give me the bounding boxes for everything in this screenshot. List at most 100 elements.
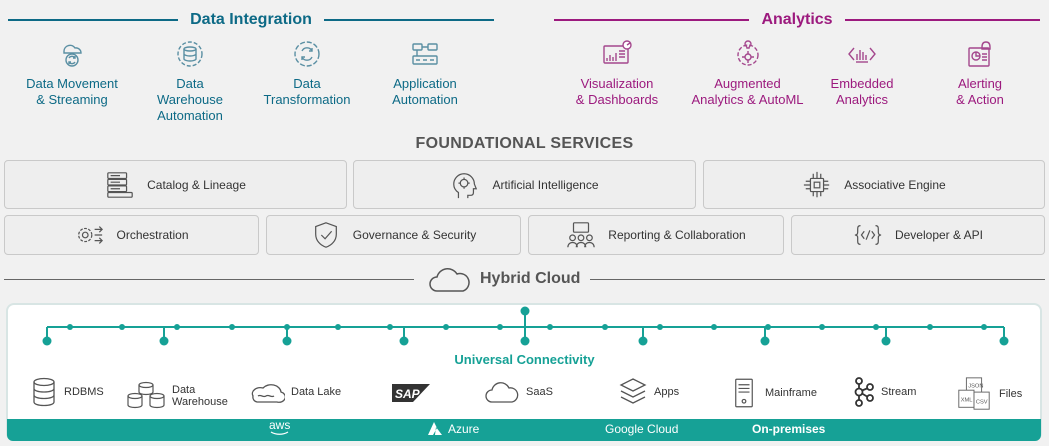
service-label: Governance & Security [352,228,477,242]
service-associative-engine: Associative Engine [703,160,1045,209]
sap-logo-icon: SAP [392,384,430,402]
cloud-azure: Azure [427,422,479,436]
universal-connectivity-label: Universal Connectivity [454,352,595,367]
transformation-icon [294,41,320,67]
capability-label: Embedded Analytics [830,76,894,107]
cloud-google: Google Cloud [605,422,678,436]
source-label: Stream [881,386,917,398]
source-apps: Apps [618,376,679,408]
hybrid-cloud-label: Hybrid Cloud [480,270,581,287]
source-data-warehouse: Data Warehouse [126,380,228,412]
service-artificial-intelligence: Artificial Intelligence [353,160,696,209]
aws-label: aws [269,418,291,432]
source-label: SaaS [526,386,553,398]
gears-icon [78,226,104,244]
augmented-analytics-icon [736,40,759,66]
service-orchestration: Orchestration [4,215,259,255]
source-label: RDBMS [64,386,104,398]
source-files: JSON XML CSV Files [955,376,1022,412]
capability-label: Data Warehouse Automation [157,76,223,123]
capability-visualization: Visualization & Dashboards [552,38,682,108]
header-rule [844,19,1041,21]
foundational-services-title: FOUNDATIONAL SERVICES [415,135,634,152]
cloud-on-premises: On-premises [752,422,825,436]
aws-icon [270,431,289,435]
data-movement-icon [63,44,82,67]
analytics-title: Analytics [761,11,833,28]
ai-head-icon [453,172,478,198]
capability-transformation: Data Transformation [242,38,372,108]
service-label: Associative Engine [844,177,946,192]
source-label: Files [999,388,1023,400]
chip-icon [804,171,830,197]
capability-label: Augmented Analytics & AutoML [691,76,804,107]
stream-icon [854,377,874,407]
data-integration-title: Data Integration [190,11,312,28]
divider [4,279,414,280]
embedded-analytics-icon [848,47,876,63]
sap-logo-text: SAP [395,387,421,401]
apps-layers-icon [619,378,647,404]
service-label: Orchestration [116,228,189,242]
capability-label: Data Transformation [263,76,351,107]
capability-embedded-analytics: Embedded Analytics [797,38,927,108]
application-automation-icon [412,43,438,65]
source-saas: SaaS [484,376,553,408]
capability-data-movement: Data Movement & Streaming [7,38,137,108]
service-reporting-collaboration: Reporting & Collaboration [528,215,784,255]
cloud-aws: aws [269,418,291,436]
source-stream: Stream [851,376,916,408]
capability-augmented-analytics: Augmented Analytics & AutoML [675,38,820,108]
google-cloud-label: Google Cloud [605,422,679,436]
source-label: Mainframe [765,387,817,399]
source-sap: SAP [392,384,430,402]
divider [590,279,1045,280]
capability-label: Application Automation [392,76,458,107]
capability-application-automation: Application Automation [360,38,490,108]
source-label: Data Warehouse [172,384,228,408]
analytics-header: Analytics [554,10,1041,30]
shield-icon [314,222,337,248]
catalog-icon [107,171,133,198]
capability-label: Visualization & Dashboards [575,76,659,107]
dashboard-icon [603,40,632,64]
capability-warehouse-automation: Data Warehouse Automation [125,38,255,124]
capability-alerting: Alerting & Action [915,38,1045,108]
cloud-providers-bar: aws Azure Google Cloud On-premises [7,419,1041,441]
source-label: Data Lake [291,386,342,398]
capability-label: Alerting & Action [956,76,1004,107]
source-rdbms: RDBMS [30,376,104,408]
source-mainframe: Mainframe [733,376,817,410]
service-catalog-lineage: Catalog & Lineage [4,160,347,209]
data-integration-header: Data Integration [8,10,495,30]
mainframe-icon [735,378,753,408]
capability-label: Data Movement & Streaming [26,76,118,107]
azure-icon [428,422,442,435]
hybrid-cloud-row: Hybrid Cloud [4,264,1045,294]
data-lake-icon [251,384,285,403]
alerting-icon [968,41,991,67]
warehouse-automation-icon [177,41,203,67]
header-rule [323,19,495,21]
service-developer-api: Developer & API [791,215,1045,255]
on-premises-label: On-premises [752,422,826,436]
file-tag-csv: CSV [976,400,988,406]
header-rule [554,19,750,21]
file-tag-json: JSON [968,383,983,389]
saas-cloud-icon [485,382,519,403]
files-icon: JSON XML CSV [958,377,990,410]
service-label: Artificial Intelligence [492,177,599,192]
service-label: Reporting & Collaboration [608,228,746,242]
warehouse-icon [127,381,165,409]
source-data-lake: Data Lake [249,376,341,408]
azure-label: Azure [448,422,480,436]
source-label: Apps [654,386,680,398]
collaboration-icon [567,222,596,248]
service-label: Developer & API [894,228,984,242]
header-rule [8,19,179,21]
service-governance-security: Governance & Security [266,215,521,255]
database-icon [33,377,55,407]
service-label: Catalog & Lineage [147,177,246,192]
cloud-icon [429,268,470,292]
